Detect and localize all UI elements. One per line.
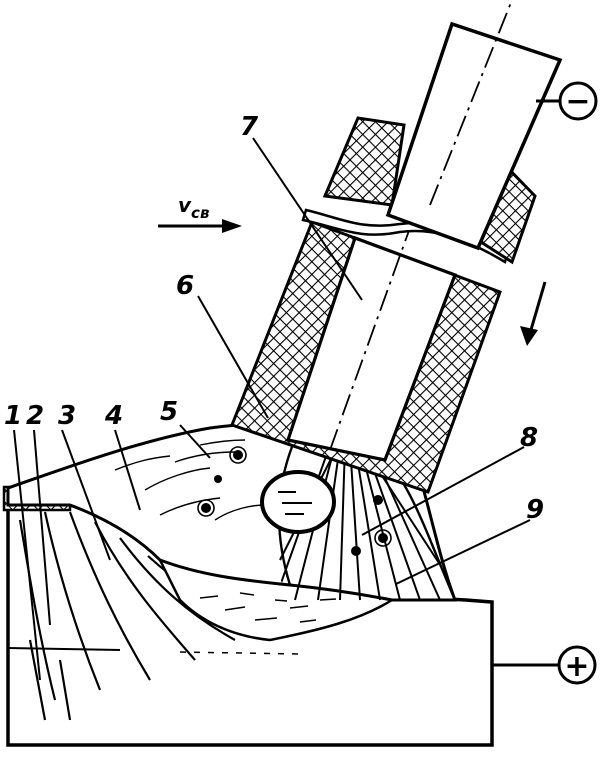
feed-direction-arrow — [520, 281, 547, 346]
label-5: 5 — [160, 397, 178, 427]
label-1: 1 — [4, 401, 22, 431]
velocity-symbol: vсв — [178, 193, 209, 222]
velocity-subscript: св — [191, 204, 209, 222]
label-3: 3 — [58, 401, 76, 431]
welding-speed: vсв — [158, 193, 242, 233]
velocity-letter: v — [178, 193, 192, 217]
leader-lines — [13, 137, 531, 681]
label-9: 9 — [526, 495, 544, 525]
electrode-terminal: − — [536, 81, 598, 121]
workpiece-polarity-sign: + — [564, 649, 589, 684]
electrode-polarity-sign: − — [565, 84, 590, 119]
metal-droplets — [201, 450, 388, 556]
large-metal-drop — [260, 470, 336, 534]
label-8: 8 — [520, 423, 538, 453]
workpiece-terminal: + — [492, 645, 597, 685]
electrode-coating-upper — [322, 116, 537, 265]
electrode-core — [285, 199, 458, 462]
droplet-rings — [197, 446, 392, 547]
electrode-core-upper — [385, 0, 563, 251]
label-2: 2 — [26, 401, 44, 431]
label-6: 6 — [176, 271, 194, 301]
label-4: 4 — [104, 401, 123, 431]
label-7: 7 — [240, 112, 259, 142]
